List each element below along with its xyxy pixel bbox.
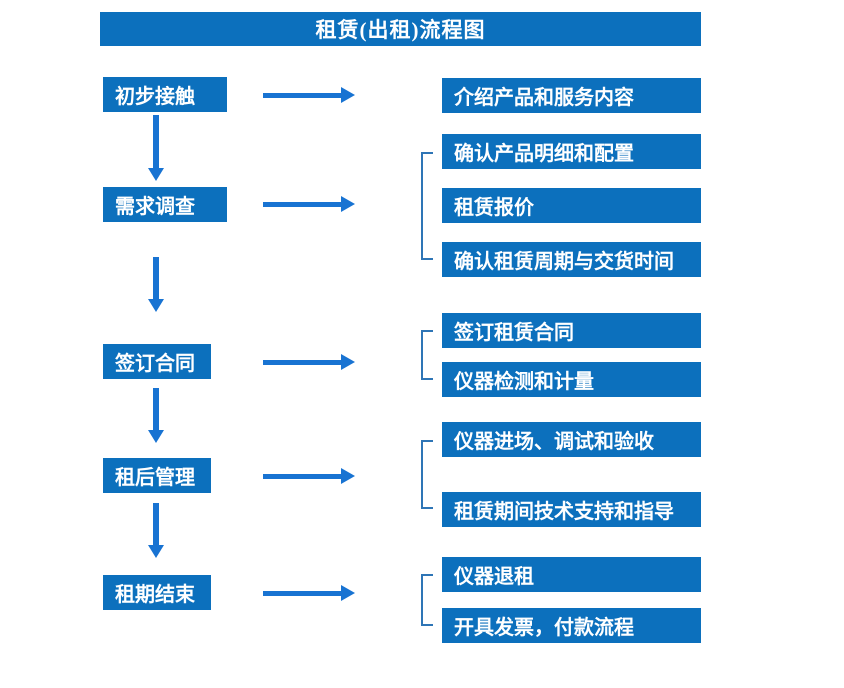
right-arrow-head [341, 196, 355, 212]
right-arrow-5 [263, 585, 355, 601]
down-arrow-4 [148, 503, 164, 558]
group-bracket-rental-end [421, 574, 433, 626]
down-arrow-3 [148, 388, 164, 443]
right-arrow-shaft [263, 201, 341, 207]
detail-box-confirm-period: 确认租赁周期与交货时间 [442, 242, 701, 277]
down-arrow-head [148, 168, 164, 181]
right-arrow-4 [263, 468, 355, 484]
step-box-rental-end: 租期结束 [103, 575, 211, 610]
flowchart-title-bar: 租赁(出租)流程图 [100, 12, 701, 46]
detail-box-installation: 仪器进场、调试和验收 [442, 422, 701, 457]
down-arrow-shaft [153, 503, 159, 545]
flowchart-title: 租赁(出租)流程图 [315, 18, 486, 42]
group-bracket-sign-contract [421, 330, 433, 380]
detail-box-sign-rental-contract: 签订租赁合同 [442, 313, 701, 348]
down-arrow-shaft [153, 388, 159, 430]
step-box-sign-contract: 签订合同 [103, 344, 211, 379]
detail-box-confirm-details: 确认产品明细和配置 [442, 134, 701, 169]
detail-box-return-instrument: 仪器退租 [442, 557, 701, 592]
step-box-demand-survey: 需求调查 [103, 187, 227, 222]
down-arrow-head [148, 299, 164, 312]
step-box-initial-contact: 初步接触 [103, 77, 227, 112]
right-arrow-head [341, 354, 355, 370]
right-arrow-1 [263, 87, 355, 103]
right-arrow-3 [263, 354, 355, 370]
detail-box-introduce-products: 介绍产品和服务内容 [442, 78, 701, 113]
detail-box-invoice-payment: 开具发票，付款流程 [442, 608, 701, 643]
detail-box-inspection: 仪器检测和计量 [442, 362, 701, 397]
down-arrow-shaft [153, 257, 159, 299]
detail-box-tech-support: 租赁期间技术支持和指导 [442, 492, 701, 527]
right-arrow-shaft [263, 92, 341, 98]
right-arrow-shaft [263, 359, 341, 365]
right-arrow-head [341, 87, 355, 103]
down-arrow-1 [148, 115, 164, 181]
down-arrow-head [148, 545, 164, 558]
down-arrow-shaft [153, 115, 159, 168]
right-arrow-shaft [263, 590, 341, 596]
down-arrow-head [148, 430, 164, 443]
down-arrow-2 [148, 257, 164, 312]
right-arrow-head [341, 585, 355, 601]
right-arrow-shaft [263, 473, 341, 479]
group-bracket-post-management [421, 440, 433, 509]
group-bracket-demand-survey [421, 152, 433, 260]
right-arrow-2 [263, 196, 355, 212]
step-box-post-rental-management: 租后管理 [103, 458, 211, 493]
detail-box-rental-quote: 租赁报价 [442, 188, 701, 223]
right-arrow-head [341, 468, 355, 484]
